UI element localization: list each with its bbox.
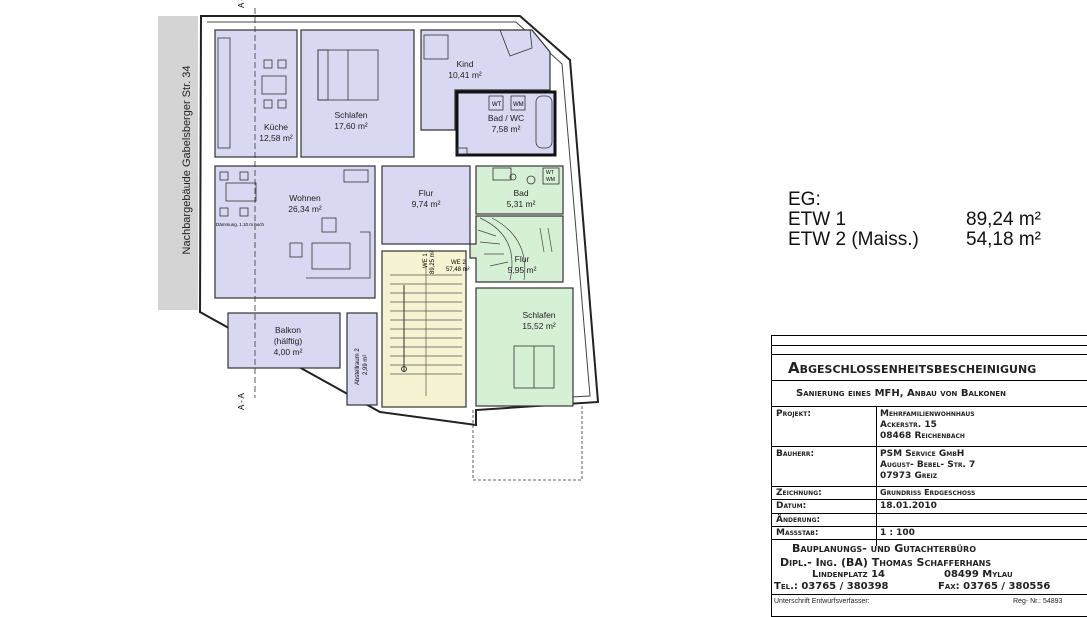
room-kind-area: 10,41 m² (448, 70, 482, 80)
projekt-line-3: 08468 Reichenbach (880, 431, 965, 441)
room-kueche (214, 29, 298, 158)
spiral-stair (477, 217, 553, 281)
room-kind-name: Kind (456, 59, 473, 69)
room-schlafen-2-area: 15,52 m² (522, 321, 556, 331)
wm-label-2: WM (546, 177, 555, 183)
room-schlafen-2-name: Schlafen (522, 310, 555, 320)
we1-area-label: 89,25 m² (430, 250, 436, 274)
furniture (217, 29, 560, 389)
title-block-title: Abgeschlossenheitsbescheinigung (788, 359, 1037, 377)
summary-row-etw2: ETW 2 (Maiss.) 54,18 m² (788, 229, 1041, 250)
office-fax: Fax: 03765 / 380556 (938, 581, 1051, 592)
room-balkon-name: Balkon (275, 325, 301, 335)
summary-row-label: ETW 2 (Maiss.) (788, 229, 919, 250)
room-bad-wc-area: 7,58 m² (492, 124, 521, 134)
we2-label: WE 2 (451, 260, 466, 266)
summary-header: EG: (788, 189, 821, 210)
room-kind (420, 29, 551, 131)
office-phone: Tel.: 03765 / 380398 (774, 581, 889, 592)
wt-label-2: WT (546, 170, 554, 176)
room-bad-2-name: Bad (513, 188, 528, 198)
room-flur-1 (381, 165, 471, 245)
street-label: Nachbargebäude Gabelsberger Str. 34 (181, 66, 193, 255)
bauherr-line-3: 07973 Greiz (880, 471, 938, 481)
bauherr-line-2: August- Bebel- Str. 7 (880, 460, 976, 470)
office-city: 08499 Mylau (944, 569, 1013, 580)
we1-label: WE 1 (423, 253, 429, 268)
room-schlafen-1-area: 17,60 m² (334, 121, 368, 131)
room-abstellraum-name: Abstellraum 2 (355, 348, 361, 385)
room-wohnen-area: 26,34 m² (288, 204, 322, 214)
massstab-value: 1 : 100 (880, 528, 915, 538)
room-schlafen-1 (300, 29, 415, 158)
room-bad-2 (475, 165, 564, 215)
summary-row-value: 54,18 m² (966, 229, 1041, 250)
room-balkon (227, 312, 341, 369)
stair-start (401, 366, 407, 372)
room-flur-2-area: 5,95 m² (508, 265, 537, 275)
room-flur-2-name: Flur (515, 254, 530, 264)
title-block: Abgeschlossenheitsbescheinigung Sanierun… (771, 335, 1087, 617)
room-bad-2-area: 5,31 m² (507, 199, 536, 209)
room-flur-1-name: Flur (419, 188, 434, 198)
room-kueche-area: 12,58 m² (259, 133, 293, 143)
room-balkon-area: 4,00 m² (274, 347, 303, 357)
office-line-1: Bauplanungs- und Gutachterbüro (792, 542, 977, 555)
daemmung-label: Dämmung, 1,10 m hoch (216, 222, 265, 227)
zeichnung-value: Grundriss Erdgeschoss (880, 488, 976, 497)
room-abstellraum (346, 312, 378, 406)
room-wohnen (214, 165, 376, 299)
room-flur-1-area: 9,74 m² (412, 199, 441, 209)
aenderung-label: Änderung: (776, 515, 821, 525)
room-bad-wc (455, 90, 557, 157)
office-line-2: Dipl.- Ing. (BA) Thomas Schafferhans (780, 556, 992, 569)
wm-label-1: WM (513, 102, 524, 108)
reg-nr: Reg- Nr.: 54893 (1013, 598, 1063, 605)
section-label-top: A - A (237, 0, 246, 8)
balcony-outline (472, 404, 583, 481)
floor-plan: Nachbargebäude Gabelsberger Str. 34 A - … (158, 0, 600, 481)
datum-label: Datum: (776, 501, 807, 511)
projekt-label: Projekt: (776, 409, 811, 419)
datum-value: 18.01.2010 (880, 501, 937, 511)
signature-label: Unterschrift Entwurfsverfasser: (774, 598, 870, 605)
room-schlafen-2 (475, 287, 574, 407)
title-block-subtitle: Sanierung eines MFH, Anbau von Balkonen (796, 388, 1006, 399)
summary-row-label: ETW 1 (788, 209, 847, 230)
bauherr-line-1: PSM Service GmbH (880, 449, 965, 459)
summary-row-etw1: ETW 1 89,24 m² (788, 209, 1041, 230)
room-schlafen-1-name: Schlafen (334, 110, 367, 120)
bauherr-label: Bauherr: (776, 449, 815, 459)
neighbour-building (158, 16, 198, 310)
section-label-bottom: A - A (237, 392, 246, 410)
room-kueche-name: Küche (264, 122, 288, 132)
room-balkon-note: (hälftig) (274, 336, 303, 346)
room-abstellraum-area: 2,99 m² (363, 355, 369, 375)
room-wohnen-name: Wohnen (289, 193, 321, 203)
projekt-line-2: Ackerstr. 15 (880, 420, 937, 430)
projekt-line-1: Mehrfamilienwohnhaus (880, 409, 975, 419)
office-street: Lindenplatz 14 (812, 569, 885, 580)
wt-label-1: WT (492, 102, 502, 108)
area-summary: EG: ETW 1 89,24 m² ETW 2 (Maiss.) 54,18 … (788, 189, 1041, 250)
massstab-label: Massstab: (776, 528, 819, 538)
summary-row-value: 89,24 m² (966, 209, 1041, 230)
we2-area-label: 57,48 m² (446, 267, 470, 273)
stair-steps (390, 266, 462, 396)
zeichnung-label: Zeichnung: (776, 488, 822, 498)
room-bad-wc-name: Bad / WC (488, 113, 524, 123)
